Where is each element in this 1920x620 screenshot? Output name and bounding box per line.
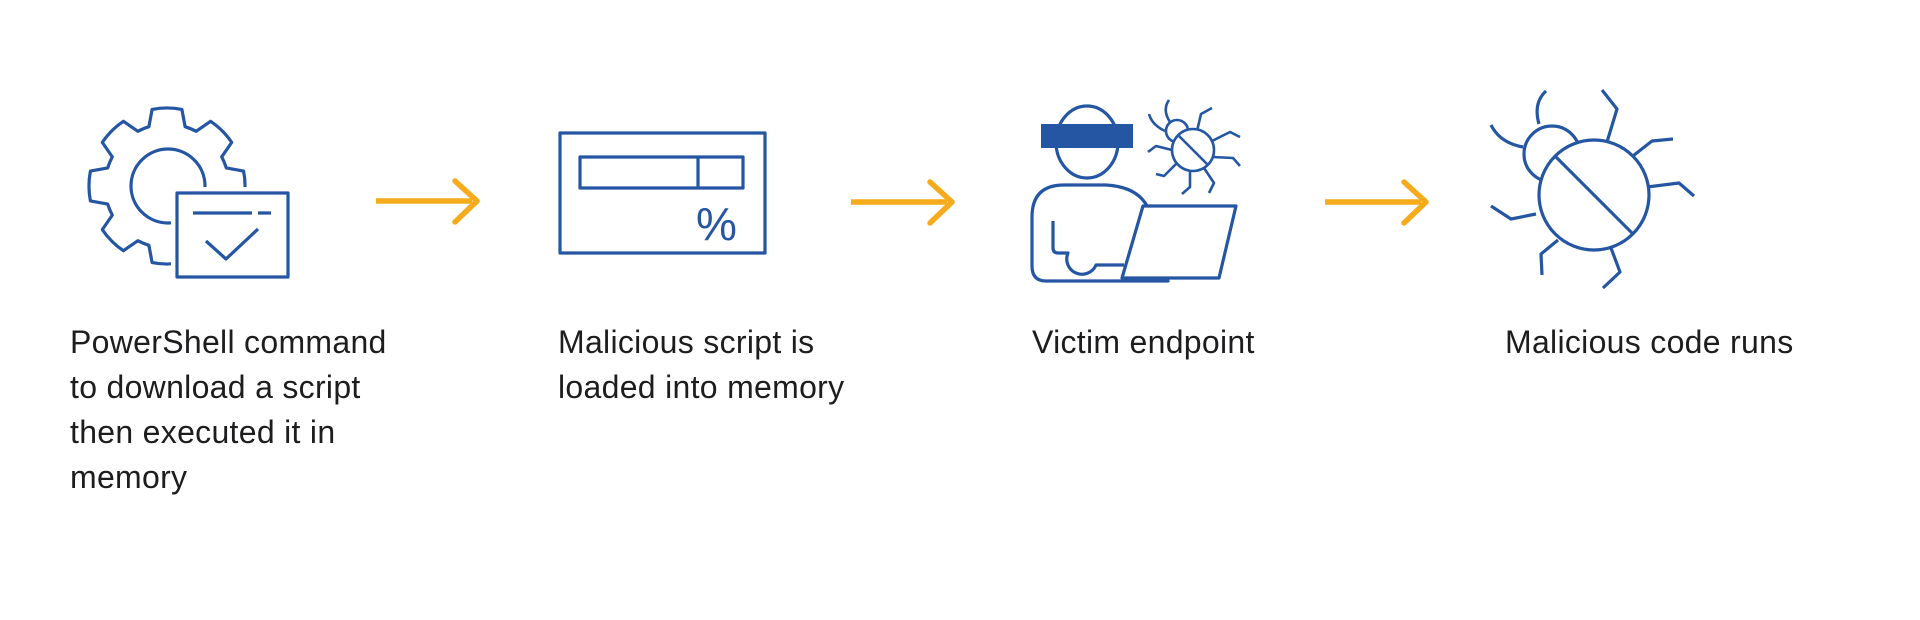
label-line: memory — [70, 459, 188, 495]
arrow-head-icon — [927, 179, 955, 226]
victim-user-laptop-bug-icon — [1030, 99, 1241, 283]
small-bug-prohibition-line — [1177, 134, 1209, 166]
user-arm — [1051, 221, 1124, 276]
step-label-powershell: PowerShell command to download a script … — [70, 320, 387, 500]
step-label-victim-endpoint: Victim endpoint — [1032, 320, 1255, 365]
label-line: Victim endpoint — [1032, 324, 1255, 360]
label-line: then executed it in — [70, 414, 336, 450]
check-icon — [204, 227, 260, 261]
laptop-icon — [1120, 204, 1238, 280]
script-window — [175, 191, 290, 279]
label-line: loaded into memory — [558, 369, 845, 405]
gear-script-window-check-icon — [87, 106, 294, 283]
step-label-script-loaded: Malicious script is loaded into memory — [558, 320, 844, 410]
flow-arrow-3 — [1325, 179, 1429, 226]
bug-legs — [1489, 89, 1696, 290]
bug-prohibition-line — [1554, 155, 1634, 235]
label-line: Malicious code runs — [1505, 324, 1794, 360]
memory-progress-percent-icon: % — [558, 131, 767, 255]
flow-arrow-2 — [851, 179, 955, 226]
memory-card-outline — [558, 131, 767, 255]
user-blindfold-band — [1041, 124, 1133, 148]
step-label-malicious-code: Malicious code runs — [1505, 320, 1794, 365]
gear-hub-circle — [129, 147, 207, 225]
percent-symbol: % — [696, 198, 737, 250]
label-line: PowerShell command — [70, 324, 387, 360]
label-line: Malicious script is — [558, 324, 815, 360]
progress-bar — [578, 155, 745, 190]
arrow-head-icon — [452, 178, 480, 225]
blocked-bug-icon — [1489, 89, 1696, 290]
flow-arrow-1 — [376, 178, 480, 225]
small-bug-legs — [1147, 99, 1241, 195]
label-line: to download a script — [70, 369, 361, 405]
arrow-head-icon — [1401, 179, 1429, 226]
